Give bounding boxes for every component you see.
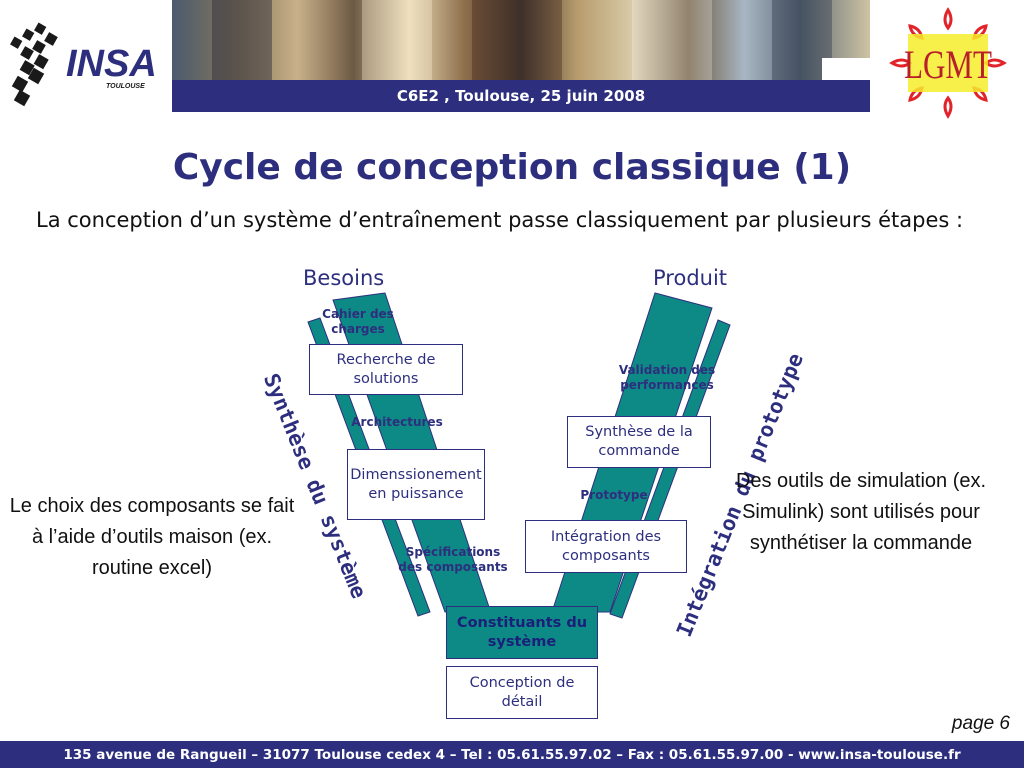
box-recherche-solutions: Recherche de solutions <box>309 344 463 395</box>
header-banner: C6E2 , Toulouse, 25 juin 2008 <box>172 80 870 112</box>
footer-address: 135 avenue de Rangueil – 31077 Toulouse … <box>0 741 1024 768</box>
label-prototype: Prototype <box>580 488 648 502</box>
column-label-besoins: Besoins <box>303 266 385 290</box>
insa-logo-subtext: TOULOUSE <box>106 83 145 90</box>
box-synthese-commande: Synthèse de la commande <box>567 416 711 468</box>
column-label-produit: Produit <box>653 266 728 290</box>
insa-logo: INSA TOULOUSE <box>10 22 157 107</box>
box-integration-composants: Intégration des composants <box>525 520 687 573</box>
box-constituants-systeme: Constituants du système <box>446 606 598 659</box>
page-number: page 6 <box>951 713 1010 734</box>
slide-intro: La conception d’un système d’entraînemen… <box>36 208 964 232</box>
banner-notch <box>822 58 870 80</box>
note-right-outils-simulation: Des outils de simulation (ex. Simulink) … <box>735 470 987 554</box>
box-dimensionnement-puissance: Dimenssionement en puissance <box>347 449 485 520</box>
note-left-choix-composants: Le choix des composants se fait à l’aide… <box>9 495 295 579</box>
label-specifications: Spécifications des composants <box>398 545 508 574</box>
slide-title: Cycle de conception classique (1) <box>172 147 852 188</box>
lgmt-logo-text: LGMT <box>904 42 992 87</box>
label-architectures: Architectures <box>351 415 443 429</box>
insa-logo-text: INSA <box>66 43 157 85</box>
box-conception-detail: Conception de détail <box>446 666 598 719</box>
header-photo-banner <box>172 0 870 80</box>
label-cahier-des-charges: Cahier des charges <box>322 307 394 336</box>
label-validation-performances: Validation des performances <box>618 363 716 392</box>
lgmt-logo: LGMT <box>889 7 1007 119</box>
